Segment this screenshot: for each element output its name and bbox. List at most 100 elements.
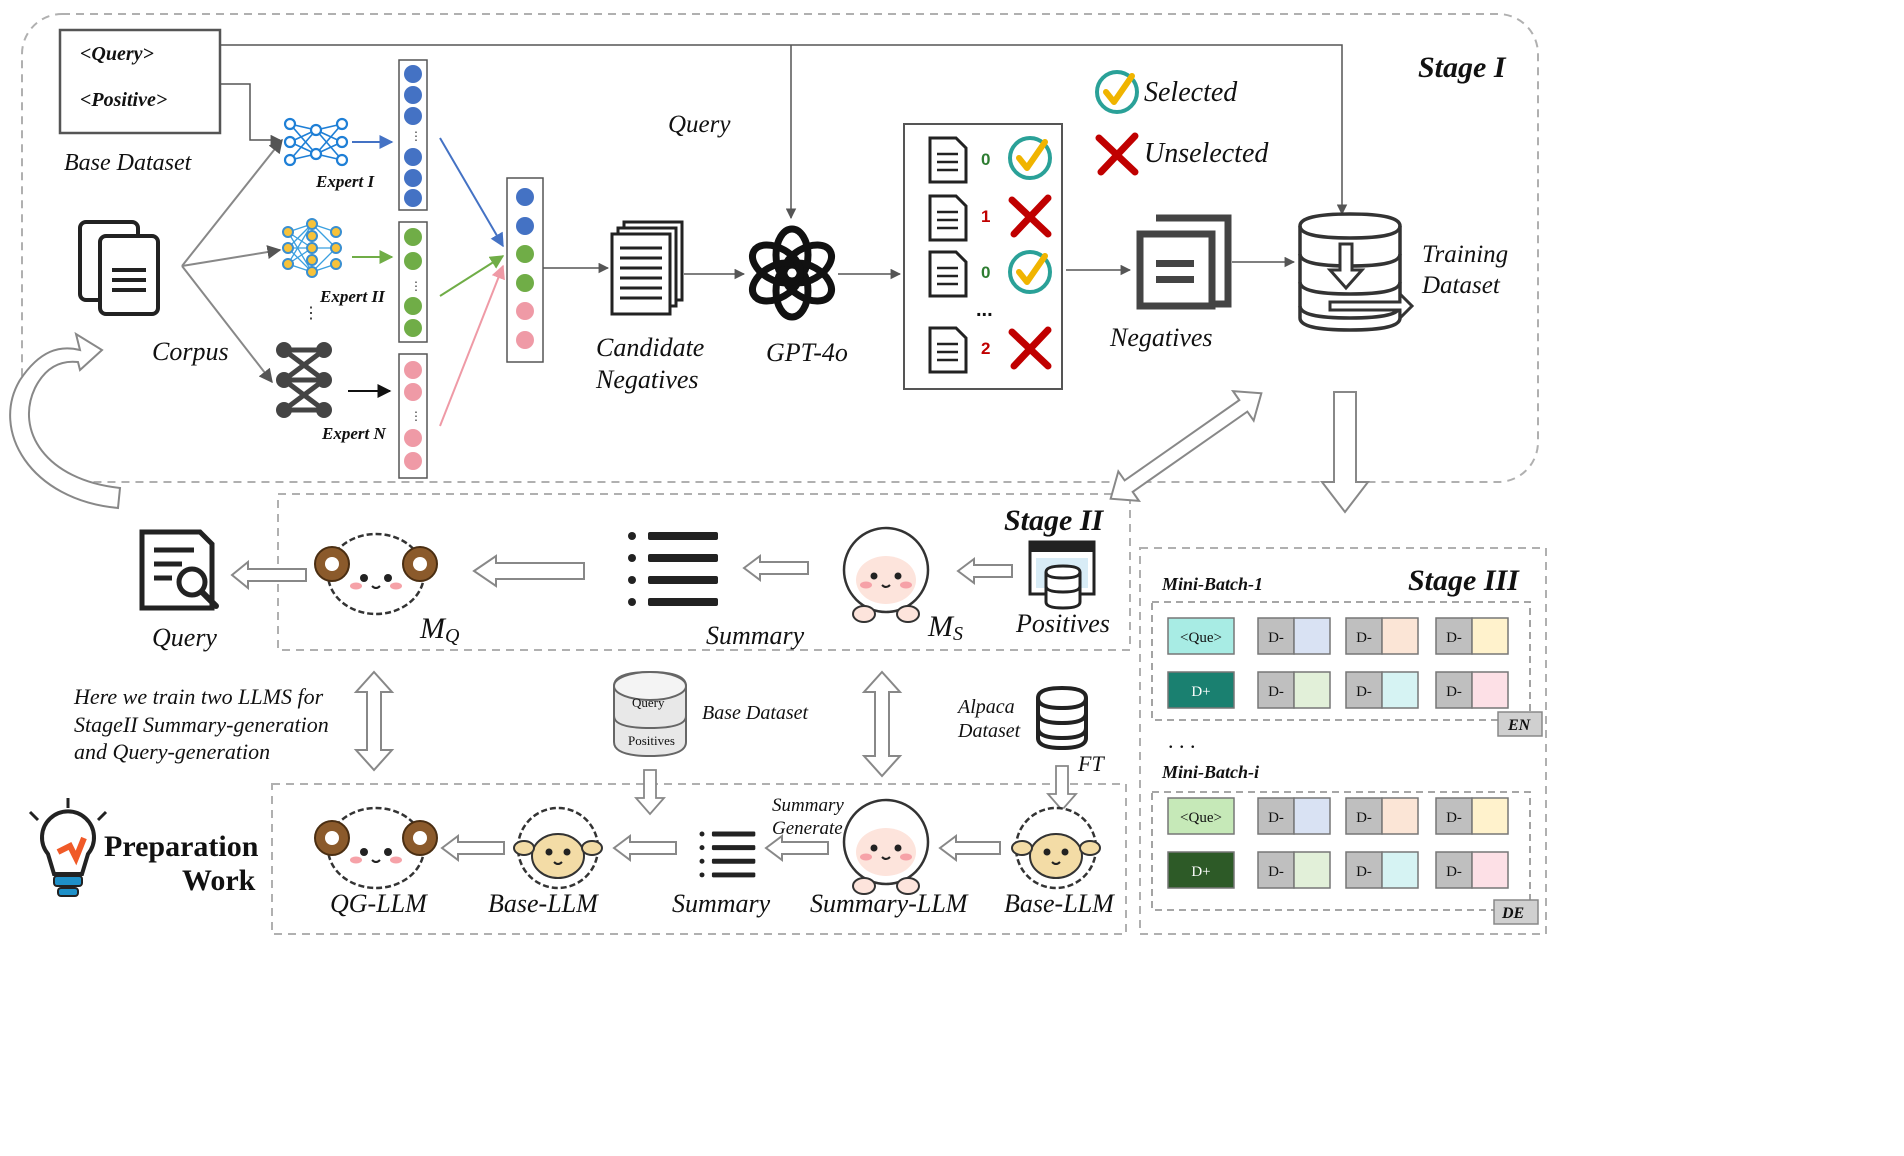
batch1-negative-swatch xyxy=(1293,671,1331,709)
batchi-cells: <Que>D-D-D-D+D-D-D- xyxy=(1167,797,1509,889)
score-1: 0 xyxy=(981,150,990,169)
cylinder-query-label: Query xyxy=(632,695,665,710)
ms-sheep-icon xyxy=(842,526,930,624)
stage2-title: Stage II xyxy=(1004,504,1105,537)
ft-label: FT xyxy=(1077,751,1105,776)
mq-ram-icon xyxy=(313,532,439,616)
summary-list-icon xyxy=(628,532,718,606)
corpus-label: Corpus xyxy=(152,337,229,366)
stage1-title: Stage I xyxy=(1418,51,1507,84)
batch1-negative-text: D- xyxy=(1268,684,1284,700)
batchi-negative-swatch xyxy=(1471,797,1509,835)
prep-summary-label: Summary xyxy=(672,889,771,918)
expert-2-label: Expert II xyxy=(319,287,386,306)
candidate-label-2: Negatives xyxy=(595,365,699,394)
batchi-query-text: <Que> xyxy=(1180,810,1222,826)
gpt-logo-icon xyxy=(749,225,835,321)
batchi-negative-swatch xyxy=(1381,797,1419,835)
batch1-negative-cell xyxy=(1257,617,1295,655)
summary-generate-label-1: Summary xyxy=(772,795,844,816)
arrow-alpaca-down xyxy=(1046,765,1078,812)
stage1-frame xyxy=(21,13,1539,483)
negatives-label: Negatives xyxy=(1109,323,1213,352)
batch1-query-text: <Que> xyxy=(1180,630,1222,646)
summary-generate-label-2: Generate xyxy=(772,818,843,839)
mq-label: MQ xyxy=(419,612,460,647)
prep-title-1: Preparation xyxy=(104,830,259,863)
positive-tag: <Positive> xyxy=(80,89,167,111)
expert-n-vector: ⋮ xyxy=(398,353,428,479)
batch1-query-cell xyxy=(1167,617,1235,655)
batchi-positive-cell xyxy=(1167,851,1235,889)
batch1-negative-swatch xyxy=(1471,617,1509,655)
scored-doc-2-icon xyxy=(928,194,968,242)
batch1-cells: <Que>D-D-D-D+D-D-D- xyxy=(1167,617,1509,709)
batch1-negative-cell xyxy=(1345,617,1383,655)
lightbulb-icon xyxy=(28,798,108,897)
base-dataset-box xyxy=(58,28,222,135)
arrow-mq-to-query xyxy=(230,559,307,591)
positives-label: Positives xyxy=(1015,609,1110,638)
base-llm-1-label: Base-LLM xyxy=(488,889,599,918)
batchi-negative-text: D- xyxy=(1356,864,1372,880)
arrow-cylinder-down xyxy=(634,769,666,816)
batch1-negative-text: D- xyxy=(1446,684,1462,700)
expert-vertical-dots: ⋮ xyxy=(303,305,319,322)
batchi-label: Mini-Batch-i xyxy=(1161,762,1259,782)
batch1-negative-swatch xyxy=(1471,671,1509,709)
expert-1-network-icon xyxy=(283,117,349,167)
prep-title-2: Work xyxy=(182,864,256,897)
gpt-label: GPT-4o xyxy=(766,338,848,367)
note-line-2: StageII Summary-generation xyxy=(74,712,329,737)
note-line-3: and Query-generation xyxy=(74,739,270,764)
scored-doc-4-icon xyxy=(928,326,968,374)
expert-1-label: Expert I xyxy=(315,172,375,191)
batchi-negative-text: D- xyxy=(1268,864,1284,880)
base-dataset-cylinder xyxy=(613,670,687,758)
legend-selected-icon xyxy=(1097,72,1137,112)
prep-summary-list-icon xyxy=(699,831,756,878)
batchi-negative-cell xyxy=(1345,797,1383,835)
query-tag: <Query> xyxy=(80,43,154,65)
batchi-negative-cell xyxy=(1435,797,1473,835)
loop-arrow xyxy=(9,331,122,510)
score-2: 1 xyxy=(981,207,990,226)
expert-1-vector: ⋮ xyxy=(398,59,428,211)
stage1-to-stage3-arrow xyxy=(1319,391,1371,514)
candidate-label-1: Candidate xyxy=(596,333,704,362)
legend-unselected-label: Unselected xyxy=(1144,138,1269,169)
qg-llm-ram-icon xyxy=(313,806,439,890)
stage2-summary-label: Summary xyxy=(706,621,805,650)
double-arrow-left xyxy=(353,670,395,772)
qg-llm-label: QG-LLM xyxy=(330,889,428,918)
base-llm-2-lamb-icon xyxy=(1010,806,1102,890)
svg-text:⋮: ⋮ xyxy=(410,129,422,143)
arrow-summary-to-mq xyxy=(472,554,585,588)
expert-n-network-icon xyxy=(276,342,332,418)
batchi-query-cell xyxy=(1167,797,1235,835)
training-label-2: Dataset xyxy=(1421,272,1501,299)
batch1-negative-swatch xyxy=(1381,617,1419,655)
scored-doc-1-icon xyxy=(928,136,968,184)
batch1-frame xyxy=(1151,601,1531,721)
base-llm-2-label: Base-LLM xyxy=(1004,889,1115,918)
batchi-negative-text: D- xyxy=(1268,810,1284,826)
batch1-positive-cell xyxy=(1167,671,1235,709)
arrow-base2-to-summaryllm xyxy=(938,834,1001,862)
de-tag-box xyxy=(1493,899,1539,925)
merged-vector xyxy=(506,177,544,363)
batchi-negative-swatch xyxy=(1381,851,1419,889)
alpaca-label-1: Alpaca xyxy=(956,696,1015,718)
note-line-1: Here we train two LLMS for xyxy=(73,684,324,709)
arrow-summary-to-base xyxy=(612,834,677,862)
base-llm-1-lamb-icon xyxy=(512,806,604,890)
arrow-base-to-qg xyxy=(440,834,505,862)
score-3: 0 xyxy=(981,263,990,282)
stage2-query-label: Query xyxy=(152,623,217,652)
de-tag: DE xyxy=(1501,905,1524,922)
candidate-negatives-icon xyxy=(610,220,684,316)
alpaca-db-icon xyxy=(1036,685,1088,751)
batch1-negative-text: D- xyxy=(1356,630,1372,646)
batchi-negative-text: D- xyxy=(1446,810,1462,826)
